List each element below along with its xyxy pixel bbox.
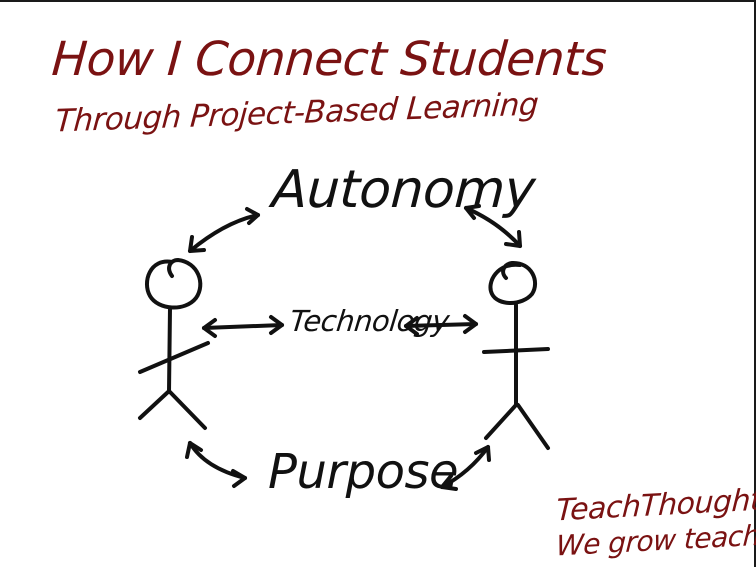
left-student-figure bbox=[138, 258, 210, 430]
right-figure-right-leg bbox=[516, 403, 550, 450]
left-figure-right-leg bbox=[168, 390, 207, 430]
arrow-autonomy-to-right bbox=[464, 204, 522, 248]
arrow-left-to-autonomy bbox=[188, 207, 260, 253]
left-figure-left-leg bbox=[138, 390, 170, 420]
arrow-left-to-purpose bbox=[185, 441, 247, 488]
concept-technology: Technology bbox=[288, 304, 451, 338]
right-student-figure bbox=[482, 260, 550, 450]
concept-autonomy: Autonomy bbox=[270, 160, 537, 220]
left-figure-arms bbox=[138, 341, 210, 374]
right-figure-arms bbox=[482, 347, 550, 354]
concept-purpose: Purpose bbox=[268, 444, 458, 500]
right-figure-left-leg bbox=[484, 403, 518, 440]
left-figure-body bbox=[167, 306, 172, 394]
arrow-technology-to-right bbox=[404, 314, 478, 336]
left-figure-head bbox=[144, 258, 203, 310]
right-figure-head bbox=[488, 260, 538, 305]
arrow-purpose-to-right bbox=[440, 445, 491, 491]
arrow-left-to-technology bbox=[202, 315, 284, 338]
title-line-1: How I Connect Students bbox=[50, 32, 608, 87]
